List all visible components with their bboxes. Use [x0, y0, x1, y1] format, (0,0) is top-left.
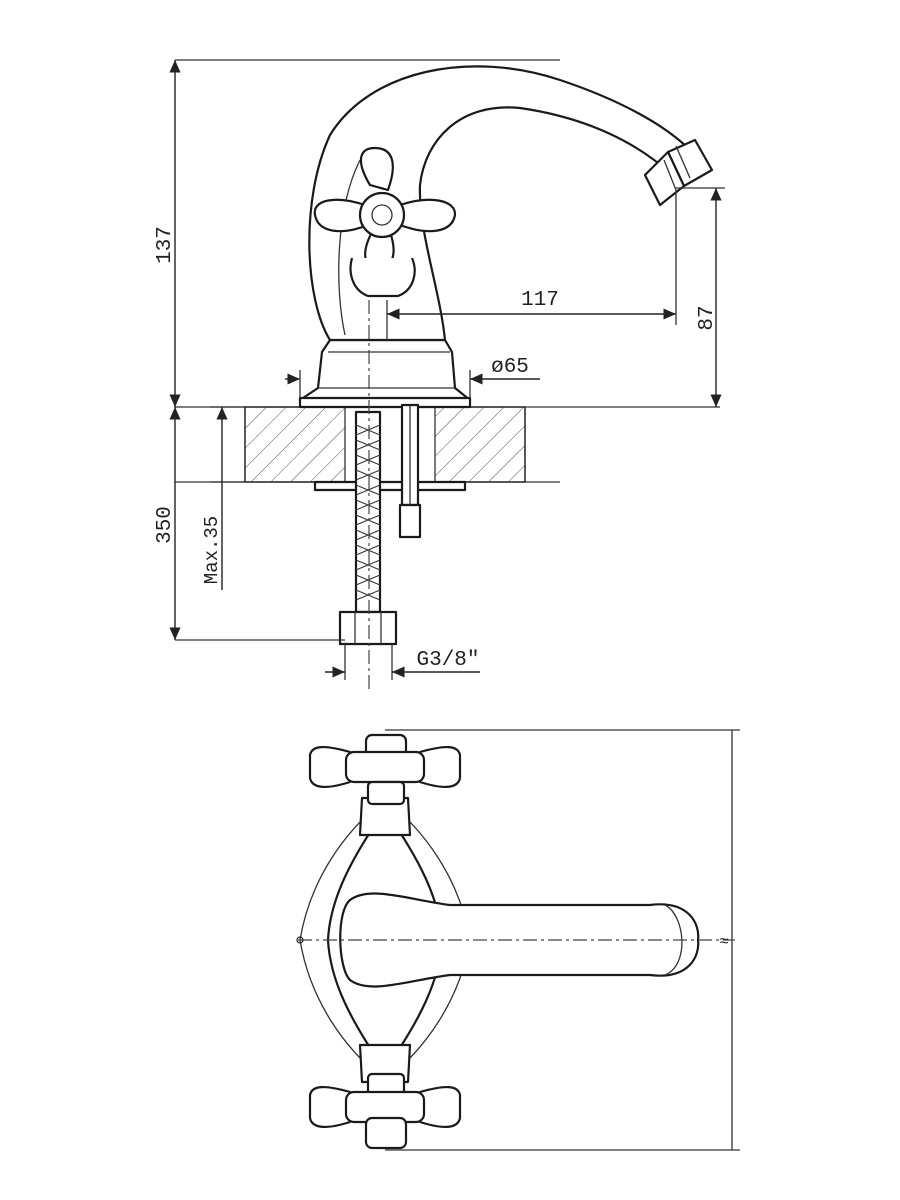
top-cross-handle-upper — [308, 733, 462, 806]
dim-height-label: 137 — [154, 226, 177, 264]
dimension-base-diameter: ø65 — [285, 356, 540, 398]
dimension-height: 137 — [154, 59, 560, 407]
side-view: 137 117 87 ø65 350 — [154, 59, 725, 690]
faucet-base — [298, 338, 472, 409]
dimension-max-thickness: Max.35 — [201, 406, 245, 590]
top-cross-handle-lower — [308, 1072, 462, 1150]
dim-spout-height-label: 87 — [696, 305, 719, 330]
dimension-hose-length: 350 — [154, 407, 345, 641]
supply-hose — [338, 410, 398, 646]
mounting-stud — [398, 403, 422, 539]
top-width-marker: ≈ — [719, 933, 729, 951]
dimension-thread: G3/8" — [325, 644, 480, 680]
dim-base-diameter-label: ø65 — [491, 356, 529, 379]
dimension-spout-height: 87 — [676, 187, 725, 407]
top-view: ≈ — [296, 729, 740, 1151]
dim-reach-label: 117 — [521, 289, 559, 312]
countertop-section — [175, 405, 720, 492]
dimension-reach: 117 — [386, 190, 677, 340]
dim-max-thickness-label: Max.35 — [201, 516, 223, 584]
dim-thread-label: G3/8" — [416, 649, 479, 672]
dim-hose-length-label: 350 — [154, 506, 177, 544]
cross-handle-side — [313, 146, 457, 298]
